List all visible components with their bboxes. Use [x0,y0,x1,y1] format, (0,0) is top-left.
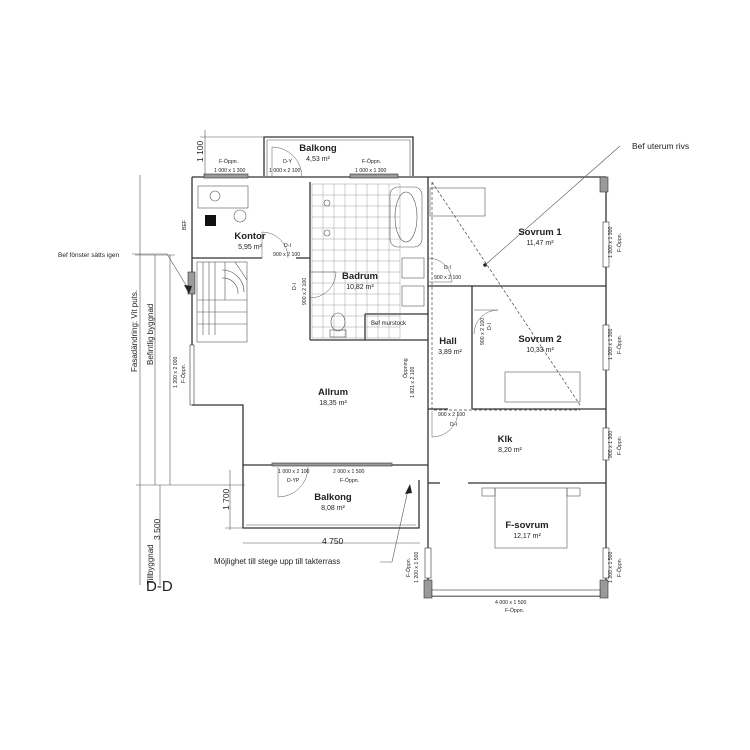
top-door-label: D-Y [283,159,292,165]
sovrum2-door-label: D-I [487,323,493,330]
area-sovrum1: 11,47 m² [526,240,554,247]
bottom-window-label: F-Öppn. [340,477,359,484]
klk-door-label: D-I [450,422,457,428]
right-window-3-size: 900 x 1 300 [608,431,614,458]
note-bef: BEF [182,220,188,230]
section-title: D-D [146,578,173,595]
south-window-label: F-Öppn. [505,607,524,614]
left-window-4-label: F-Öppn. [405,558,412,577]
dim-1700: 1 700 [221,488,231,510]
hall-walls [427,257,453,283]
badrum-area [309,183,428,341]
note-bef-fonster: Bef fönster sätts igen [58,252,119,259]
room-allrum: Allrum [318,387,348,398]
room-sovrum1: Sovrum 1 [518,227,562,238]
opening-size: 1 821 x 2 100 [410,366,416,398]
right-window-3-label: F-Öppn. [616,436,623,455]
klk-door-size: 900 x 2 100 [438,412,465,418]
room-sovrum2: Sovrum 2 [518,334,561,345]
opening-label: Öppning [402,358,409,378]
annotations: Bef uterum rivs Bef fönster sätts igen F… [58,141,689,595]
kontor-door-label: D-I [284,243,291,249]
area-allrum: 18,35 m² [319,400,347,407]
bottom-window-size: 2 000 x 1 500 [333,469,365,475]
room-balkong-top: Balkong [299,143,337,154]
room-fsovrum: F-sovrum [505,520,548,531]
leader-lines [132,145,621,563]
south-window-size: 4 000 x 1 500 [495,600,527,606]
right-window-4-size: 1 200 x 1 500 [608,551,614,583]
note-mojlighet: Möjlighet till stege upp till takterrass [214,557,340,566]
left-window-4-size: 1 200 x 1 500 [414,551,420,583]
note-befintlig: Befintlig byggnad [146,304,155,365]
room-kontor: Kontor [234,231,265,242]
bottom-door-size: 1 000 x 2 100 [278,469,310,475]
top-left-window-size: 1 000 x 1 300 [214,168,246,174]
dim-3500: 3 500 [152,518,162,540]
area-balkong-top: 4,53 m² [306,156,330,163]
sovrum2-door-size: 900 x 2 100 [480,318,486,345]
area-hall: 3,89 m² [438,349,462,356]
right-window-1-size: 1 200 x 1 300 [608,226,614,258]
note-bef-uterum: Bef uterum rivs [632,141,689,151]
note-fasad: Fasadändring: Vit puts. [130,290,139,372]
area-badrum: 10,82 m² [346,284,374,291]
area-sovrum2: 10,33 m² [526,347,554,354]
sovrum1-door-label: D-I [444,265,451,271]
right-window-1-label: F-Öppn. [616,233,623,252]
area-kontor: 5,95 m² [238,244,262,251]
left-window-label: F-Öppn. [180,364,187,383]
sovrum1-door-size: 900 x 2 100 [434,275,461,281]
note-bef-murstock: Bef murstock [371,321,407,327]
left-dimension-lines [135,130,420,585]
top-right-window-size: 1 000 x 1 300 [355,168,387,174]
area-fsovrum: 12,17 m² [513,533,541,540]
right-window-4-label: F-Öppn. [616,558,623,577]
note-tillbyggnad: Tillbyggnad [146,544,155,585]
room-klk: Klk [498,434,514,445]
top-balcony [263,136,414,178]
room-hall: Hall [439,336,456,347]
dimension-labels: 1 100 1 700 3 500 4 750 [152,140,344,546]
left-window-size: 1 200 x 2 000 [173,356,179,388]
badrum-door-size: 900 x 2 100 [302,278,308,305]
right-window-2-label: F-Öppn. [616,335,623,354]
badrum-door-label: D-I [292,283,298,290]
top-right-window-label: F-Öppn. [362,158,381,165]
dim-4750: 4 750 [322,536,344,546]
dim-1100: 1 100 [195,140,205,162]
top-door-size: 1 000 x 2 100 [269,168,301,174]
bottom-door-label: D-YP [287,478,300,484]
right-building-walls [423,176,610,599]
opening-labels: F-Öppn. 1 000 x 1 300 D-Y 1 000 x 2 100 … [173,158,623,614]
area-balkong-bottom: 8,08 m² [321,505,345,512]
right-window-2-size: 1 200 x 1 300 [608,328,614,360]
kontor-door-size: 900 x 2 100 [273,252,300,258]
kontor-area [192,182,311,340]
staircase [196,261,248,343]
room-labels: Balkong 4,53 m² Kontor 5,95 m² Badrum 10… [234,143,562,540]
room-badrum: Badrum [342,271,378,282]
area-klk: 8,20 m² [498,447,522,454]
bottom-balcony [242,465,420,529]
room-balkong-bottom: Balkong [314,492,352,503]
top-left-window-label: F-Öppn. [219,158,238,165]
left-building-walls [187,173,429,467]
